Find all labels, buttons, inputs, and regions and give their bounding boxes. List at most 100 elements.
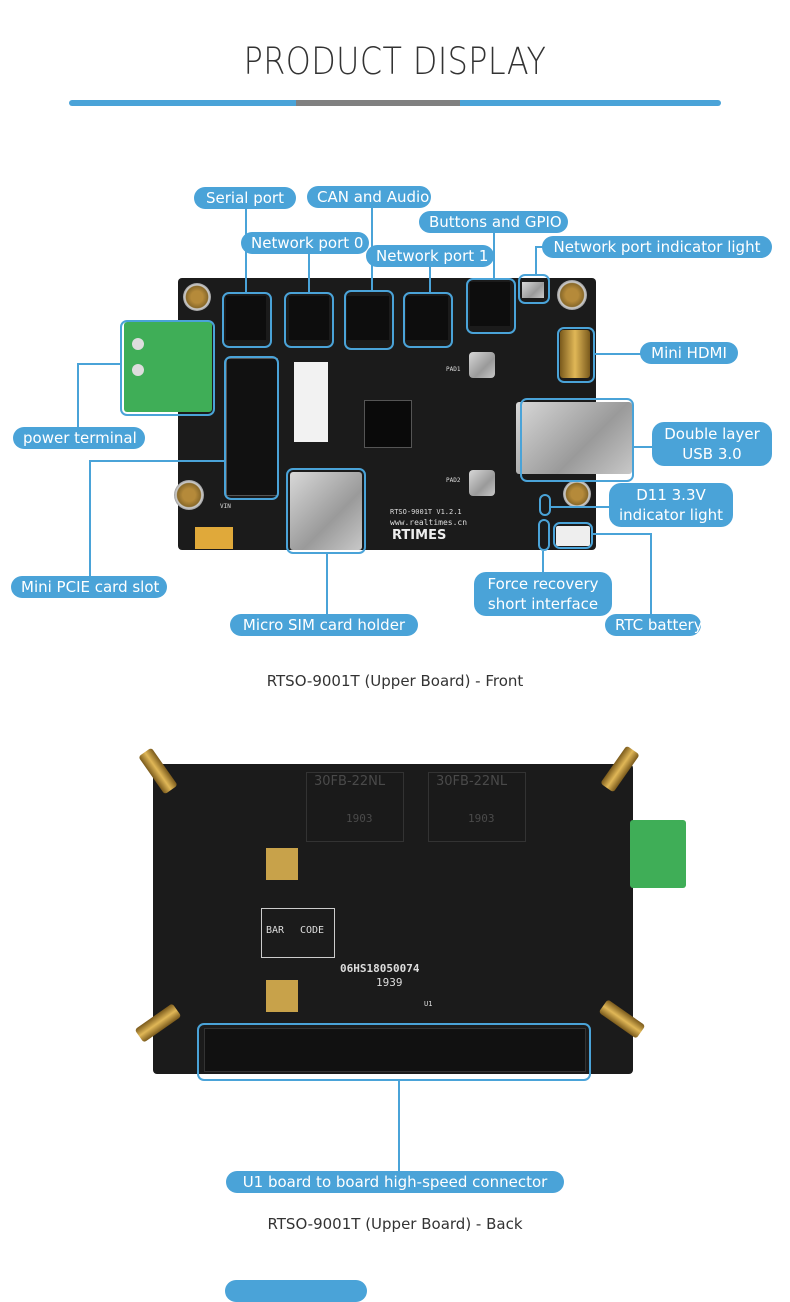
next-section-label (225, 1280, 367, 1302)
title-divider-middle (296, 100, 460, 106)
title-divider-left (69, 100, 296, 106)
network-port-1-highlight (403, 292, 453, 348)
label-usb-line1: Double layer (664, 425, 760, 443)
led-array (522, 282, 544, 298)
silk-pad1: PAD1 (446, 366, 461, 373)
label-force-recovery: Force recovery short interface (474, 572, 612, 616)
label-micro-sim: Micro SIM card holder (230, 614, 418, 636)
network-indicator-leader-v (535, 247, 537, 275)
pad2 (469, 470, 495, 496)
screw (132, 338, 144, 350)
pad1 (469, 352, 495, 378)
barcode-label (294, 362, 328, 442)
mounting-pad (266, 848, 298, 880)
transformer-chip (428, 772, 526, 842)
label-network-indicator: Network port indicator light (542, 236, 772, 258)
silk-url: www.realtimes.cn (390, 518, 468, 527)
can-audio-highlight (344, 290, 394, 350)
standoff (563, 480, 591, 508)
d11-highlight (539, 494, 551, 516)
label-power-terminal: power terminal (13, 427, 145, 449)
force-recovery-highlight (538, 519, 550, 551)
back-caption: RTSO-9001T (Upper Board) - Back (267, 1215, 523, 1233)
network-port-0-highlight (284, 292, 334, 348)
silk-model: RTSO-9001T V1.2.1 (390, 508, 462, 516)
network-port-0-leader (308, 254, 310, 293)
label-force-line1: Force recovery (487, 575, 599, 593)
buttons-gpio-leader (493, 233, 495, 279)
screw (132, 364, 144, 376)
b2b-connector-image (204, 1028, 586, 1072)
u1-connector-leader (398, 1081, 400, 1172)
label-mini-pcie: Mini PCIE card slot (11, 576, 167, 598)
transformer-label: 30FB-22NL (436, 774, 508, 789)
front-caption: RTSO-9001T (Upper Board) - Front (266, 672, 524, 690)
rtc-leader-h (593, 533, 651, 535)
usb-leader (634, 446, 654, 448)
label-rtc-battery: RTC battery (605, 614, 703, 636)
mini-pcie-leader-h (89, 460, 225, 462)
transformer-date: 1903 (468, 812, 495, 825)
label-d11-line1: D11 3.3V (636, 486, 706, 504)
page-title: PRODUCT DISPLAY (243, 40, 547, 83)
serial-header (226, 296, 266, 340)
eth1-header (406, 296, 448, 340)
transformer-label: 30FB-22NL (314, 774, 386, 789)
label-can-audio: CAN and Audio (307, 186, 431, 208)
label-serial-port: Serial port (194, 187, 296, 209)
power-terminal-back (630, 820, 686, 888)
transformer-chip (306, 772, 404, 842)
standoff (183, 283, 211, 311)
label-mini-hdmi: Mini HDMI (640, 342, 738, 364)
network-port-1-leader (429, 267, 431, 293)
label-force-line2: short interface (487, 595, 599, 613)
pcie-slot-image (226, 358, 278, 496)
label-u1-connector: U1 board to board high-speed connector (226, 1171, 564, 1193)
mini-hdmi-leader (595, 353, 641, 355)
label-usb: Double layer USB 3.0 (652, 422, 772, 466)
silk-vin: VIN (220, 503, 231, 510)
mini-hdmi-highlight (557, 327, 595, 383)
rtc-battery-highlight (553, 522, 593, 549)
transformer-date: 1903 (346, 812, 373, 825)
serial-port-highlight (222, 292, 272, 348)
mini-pcie-highlight (224, 356, 279, 500)
standoff (174, 480, 204, 510)
sim-holder-image (290, 472, 362, 550)
u1-connector-highlight (197, 1023, 591, 1081)
main-chip (364, 400, 412, 448)
usb-highlight (520, 398, 634, 482)
label-usb-line2: USB 3.0 (682, 445, 742, 463)
micro-sim-leader (326, 554, 328, 616)
label-network-port-1: Network port 1 (366, 245, 494, 267)
title-divider-right (460, 100, 721, 106)
label-network-port-0: Network port 0 (241, 232, 369, 254)
network-indicator-leader-h (535, 246, 545, 248)
label-d11-line2: indicator light (619, 506, 724, 524)
micro-sim-highlight (286, 468, 366, 554)
eth0-header (289, 296, 329, 340)
gpio-header (470, 282, 510, 326)
rtc-connector (556, 526, 590, 546)
mini-pcie-leader-v (89, 460, 91, 576)
buttons-gpio-highlight (466, 278, 516, 334)
audio-can-header (347, 296, 389, 340)
power-terminal-highlight (120, 320, 215, 416)
silk-bar: BAR (266, 925, 285, 936)
d11-leader (551, 506, 609, 508)
silk-week: 1939 (376, 976, 403, 989)
silk-code: CODE (300, 925, 325, 936)
network-indicator-highlight (518, 274, 550, 304)
label-buttons-gpio: Buttons and GPIO (419, 211, 568, 233)
silk-pad2: PAD2 (446, 477, 461, 484)
hdmi-port-image (560, 330, 590, 378)
label-d11: D11 3.3V indicator light (609, 483, 733, 527)
barcode-area (261, 908, 335, 958)
mounting-pad (266, 980, 298, 1012)
standoff (557, 280, 587, 310)
silk-serial: 06HS18050074 (340, 962, 420, 975)
rtc-leader-v (650, 533, 652, 615)
usb-port-image (516, 402, 632, 474)
power-terminal-leader-h (77, 363, 121, 365)
silk-brand: RTIMES (392, 528, 447, 543)
